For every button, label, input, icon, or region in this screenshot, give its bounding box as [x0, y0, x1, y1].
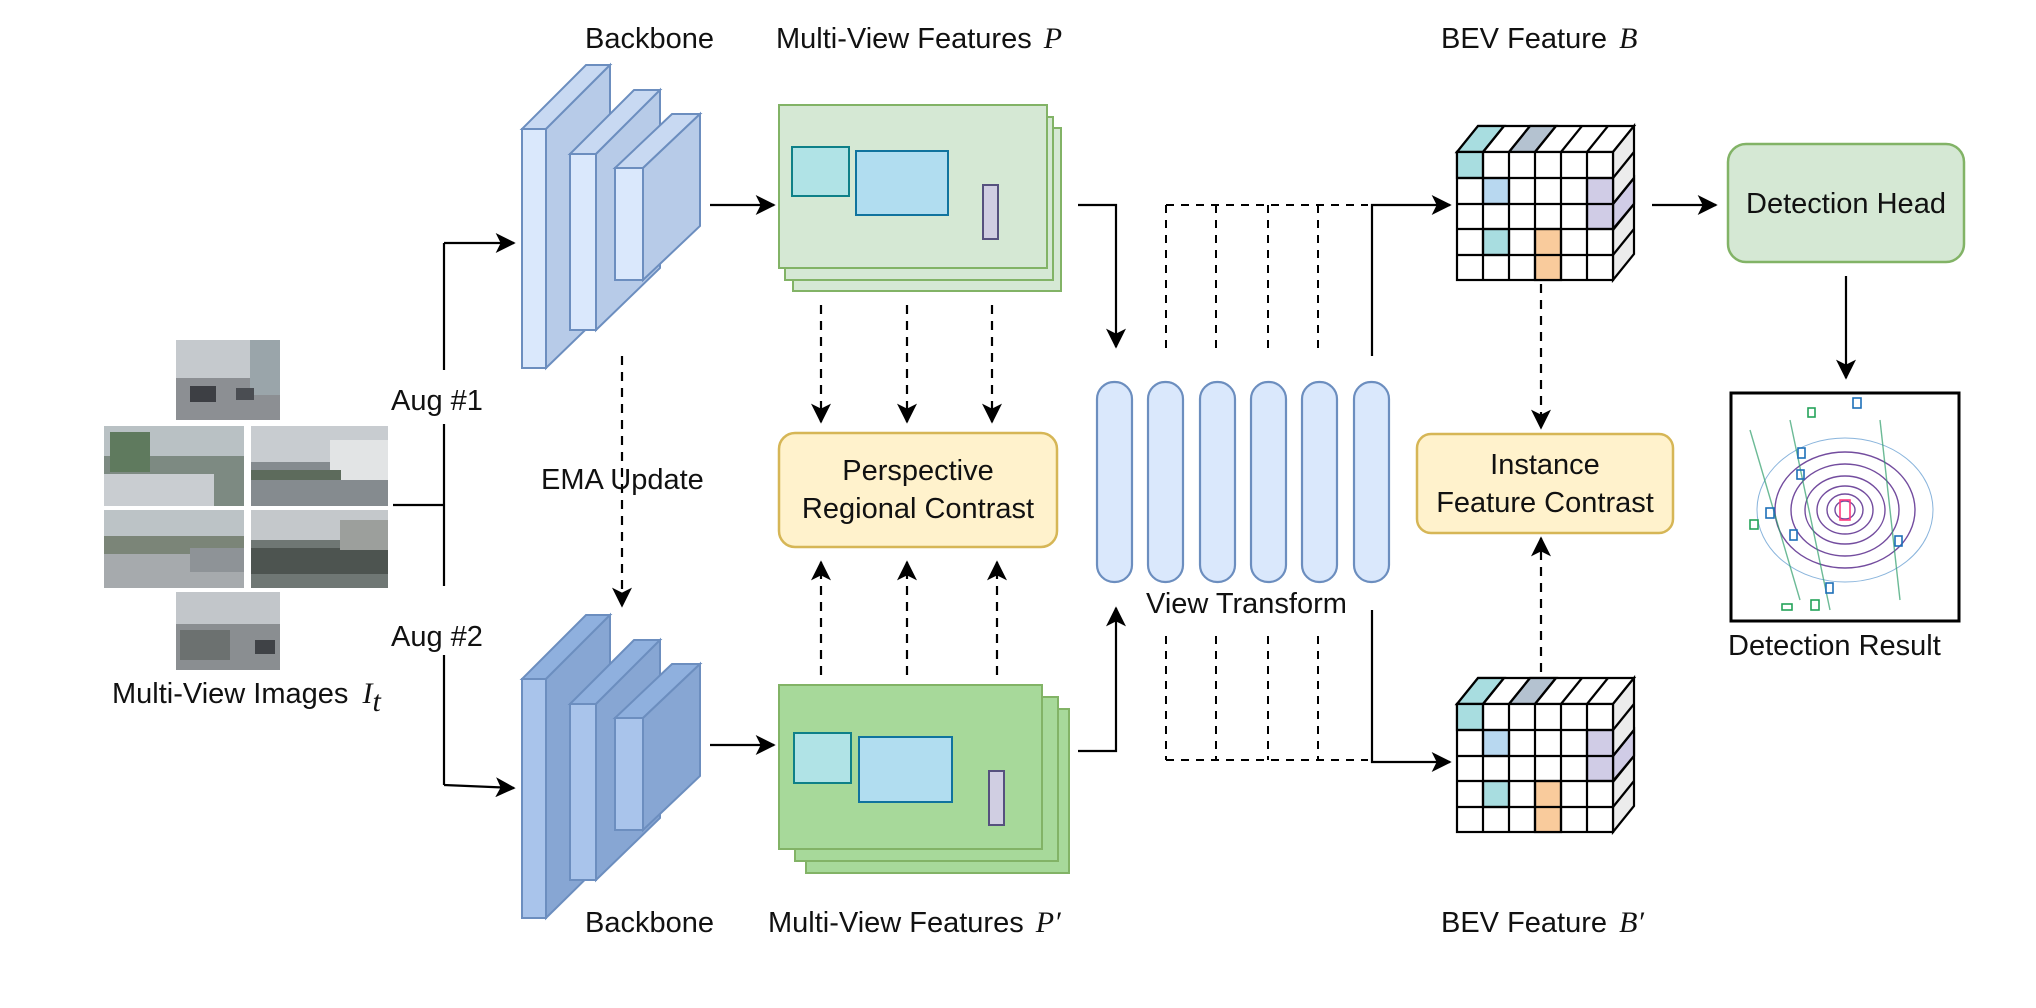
view-transform-rays	[1165, 204, 1368, 761]
bev-feature-bottom	[1454, 674, 1637, 836]
view-transform-to-bev-arrow-bottom	[1370, 610, 1452, 772]
view-transform-pillar	[1095, 380, 1134, 584]
features-to-view-transform-arrow-bottom	[1078, 606, 1126, 753]
backbone-top	[519, 62, 703, 371]
mv-features-bottom-label: Multi-View Features P′	[768, 906, 1061, 939]
detection-head-box	[1726, 142, 1966, 264]
view-transform-pillar	[1300, 380, 1339, 584]
instance-label-line1: Instance	[1490, 449, 1600, 481]
detection-result-label: Detection Result	[1728, 630, 1941, 662]
aug2-arrow	[443, 777, 516, 798]
backbone-bottom-label: Backbone	[585, 907, 714, 939]
view-transform-pillar	[1352, 380, 1391, 584]
feature-region-large	[855, 150, 949, 216]
camera-image-front-left	[104, 426, 244, 506]
feature-region-large	[858, 736, 953, 803]
feature-region-small	[793, 732, 852, 784]
view-transform-label: View Transform	[1146, 588, 1347, 620]
camera-image-back-left	[104, 510, 244, 588]
bev-feature-top	[1454, 122, 1637, 284]
view-transform-pillar	[1198, 380, 1237, 584]
feature-region-small	[791, 146, 850, 197]
perspective-label-line1: Perspective	[842, 455, 994, 487]
bev-bottom-label: BEV Feature B′	[1441, 906, 1644, 939]
view-transform	[1095, 380, 1391, 584]
instance-feature-contrast-box	[1415, 432, 1675, 535]
camera-image-back	[176, 592, 280, 670]
camera-image-front	[176, 340, 280, 420]
view-transform-pillar	[1249, 380, 1288, 584]
aug1-label: Aug #1	[391, 385, 483, 417]
feature-region-thin	[988, 770, 1005, 826]
feature-region-thin	[982, 184, 999, 240]
view-transform-pillar	[1146, 380, 1185, 584]
aug2-label: Aug #2	[391, 621, 483, 653]
detection-result-image	[1729, 391, 1961, 623]
instance-label-line2: Feature Contrast	[1436, 487, 1654, 519]
bev-top-label: BEV Feature B	[1441, 22, 1637, 55]
backbone-top-label: Backbone	[585, 23, 714, 55]
multi-view-features-bottom	[778, 684, 1070, 874]
view-transform-to-bev-arrow-top	[1370, 195, 1452, 356]
multi-view-images-label: Multi-View Images It	[112, 677, 381, 718]
augmentation-branches	[393, 233, 516, 798]
multi-view-features-top	[778, 104, 1062, 292]
camera-image-front-right	[251, 426, 388, 506]
detection-head-label: Detection Head	[1746, 188, 1946, 220]
camera-image-back-right	[251, 510, 388, 588]
mv-features-top-label: Multi-View Features P	[776, 22, 1062, 55]
perspective-regional-contrast-box	[777, 431, 1059, 549]
multi-view-images	[104, 340, 388, 670]
backbone-bottom	[519, 612, 703, 921]
backbone-layer	[612, 111, 703, 283]
perspective-label-line2: Regional Contrast	[802, 493, 1034, 525]
backbone-layer	[612, 661, 703, 833]
ema-update-label: EMA Update	[541, 464, 704, 496]
perspective-contrast-arrows	[811, 305, 1007, 675]
features-to-view-transform-arrow-top	[1078, 203, 1126, 349]
